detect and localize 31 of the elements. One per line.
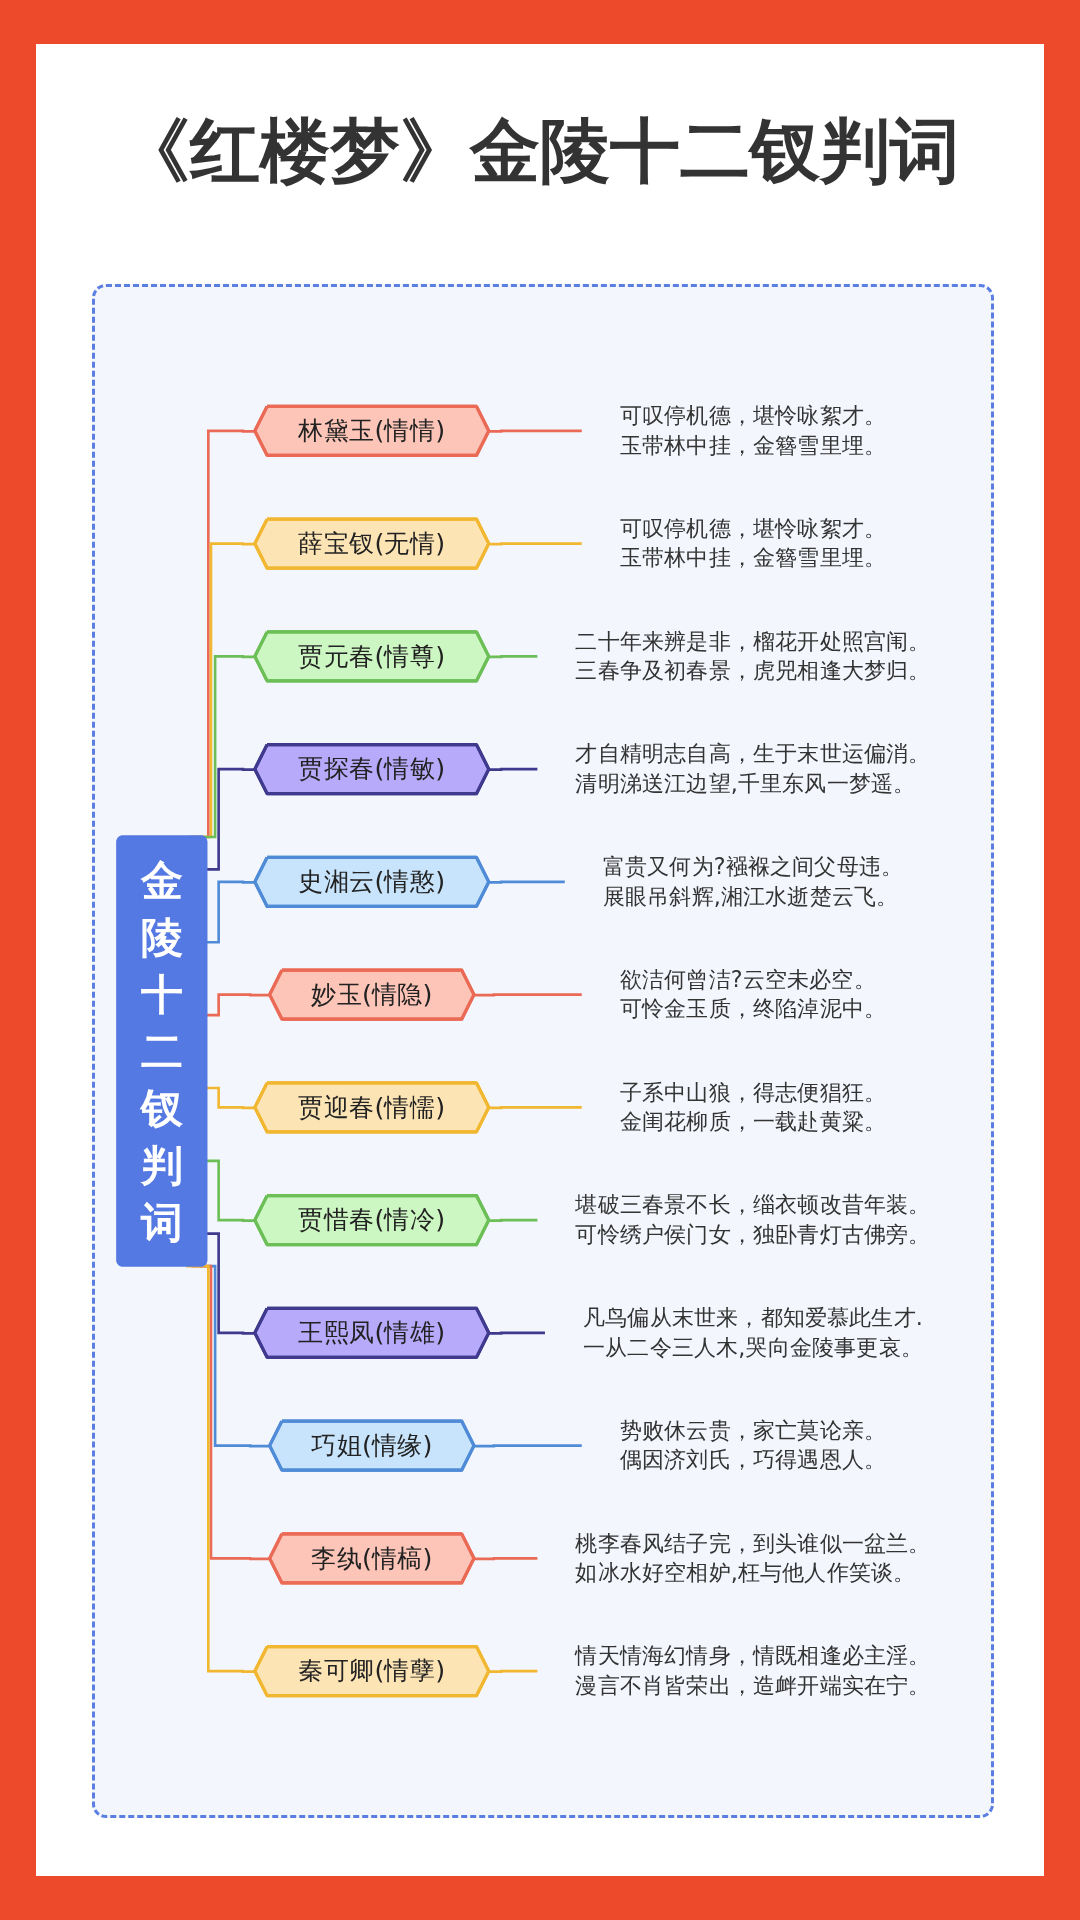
connector	[206, 1086, 256, 1110]
connector	[489, 655, 538, 659]
node-text: 凡鸟偏从末世来，都知爱慕此生才.一从二令三人木,哭向金陵事更哀。	[582, 1305, 923, 1361]
connector	[474, 1557, 538, 1561]
connector	[489, 1106, 582, 1110]
connector	[206, 880, 256, 944]
connector	[206, 1159, 256, 1222]
connector	[489, 1331, 545, 1335]
node-text: 才自精明志自高，生于末世运偏消。清明涕送江边望,千里东风一梦遥。	[575, 741, 931, 797]
node-text: 情天情海幻情身，情既相逢必主淫。漫言不肖皆荣出，造衅开端实在宁。	[575, 1643, 931, 1699]
connector	[206, 1232, 256, 1335]
node-text: 可叹停机德，堪怜咏絮才。玉带林中挂，金簪雪里埋。	[619, 403, 887, 459]
title: 《红楼梦》金陵十二钗判词	[119, 109, 961, 194]
node-text: 二十年来辨是非，榴花开处照宫闱。三春争及初春景，虎兕相逢大梦归。	[575, 628, 931, 684]
node-text: 富贵又何为?襁褓之间父母违。展眼吊斜辉,湘江水逝楚云飞。	[602, 854, 904, 910]
node-text: 欲洁何曾洁?云空未必空。可怜金玉质，终陷淖泥中。	[619, 966, 887, 1023]
node-text: 子系中山狼，得志便猖狂。金闺花柳质，一载赴黄粱。	[619, 1079, 887, 1135]
connector	[489, 429, 582, 433]
connector	[489, 542, 582, 546]
node-text: 桃李春风结子完，到头谁似一盆兰。如冰水好空相妒,枉与他人作笑谈。	[575, 1530, 931, 1586]
node-text: 可叹停机德，堪怜咏絮才。玉带林中挂，金簪雪里埋。	[619, 515, 887, 572]
node-text: 堪破三春景不长，缁衣顿改昔年装。可怜绣户侯门女，独卧青灯古佛旁。	[575, 1192, 931, 1248]
connector	[489, 880, 565, 884]
node-text: 势败休云贵，家亡莫论亲。偶因济刘氏，巧得遇恩人。	[619, 1417, 887, 1474]
connector	[474, 1444, 582, 1448]
connector	[206, 767, 256, 871]
connector	[489, 1218, 538, 1222]
connector	[489, 767, 538, 771]
dashed-panel: 金陵十二钗判词 林黛玉(情情) 可叹停机德，堪怜咏絮才。玉带林中挂，金簪雪里埋。 薛宝钗(无情) 可叹停机德，堪怜咏絮才。玉带林中挂，金簪雪里埋。 贾元春(情尊) 二十年来辨是非，榴花开处照宫闱。三春争及初春景，虎兕相逢大梦归。 贾探春(情敏) 才自精明志自高，生于末世运偏消。清明涕送江边望,千里东风一梦遥。 史湘云(情憨) 富贵又何为?襁褓之间父母违。展眼吊斜辉,湘江水逝楚云飞。 妙玉(情隐) 欲洁何曾洁?云空未必空。可怜金玉质，终陷淖泥中。 贾迎春(情懦) 子系中山狼，得志便猖狂。金闺花柳质，一载赴黄粱。 贾惜春(情冷) 堪破三春景不长，缁衣顿改昔年装。可怜绣户侯门女，独卧青灯古佛旁。 王熙凤(情雄) 凡鸟偏从末世来，都知爱慕此生才.一从二令三人木,哭向金陵事更哀。 巧姐(情缘) 势败休云贵，家亡莫论亲。偶因济刘氏，巧得遇恩人。 李纨(情槁) 桃李春风结子完，到头谁似一盆兰。如冰水好空相妒,枉与他人作笑谈。 秦可卿(情孽) 情天情海幻情身，情既相逢必主淫。漫言不肖皆荣出，造衅开端实在宁。	[92, 284, 994, 1818]
connector	[489, 1669, 538, 1673]
connector	[474, 993, 582, 997]
